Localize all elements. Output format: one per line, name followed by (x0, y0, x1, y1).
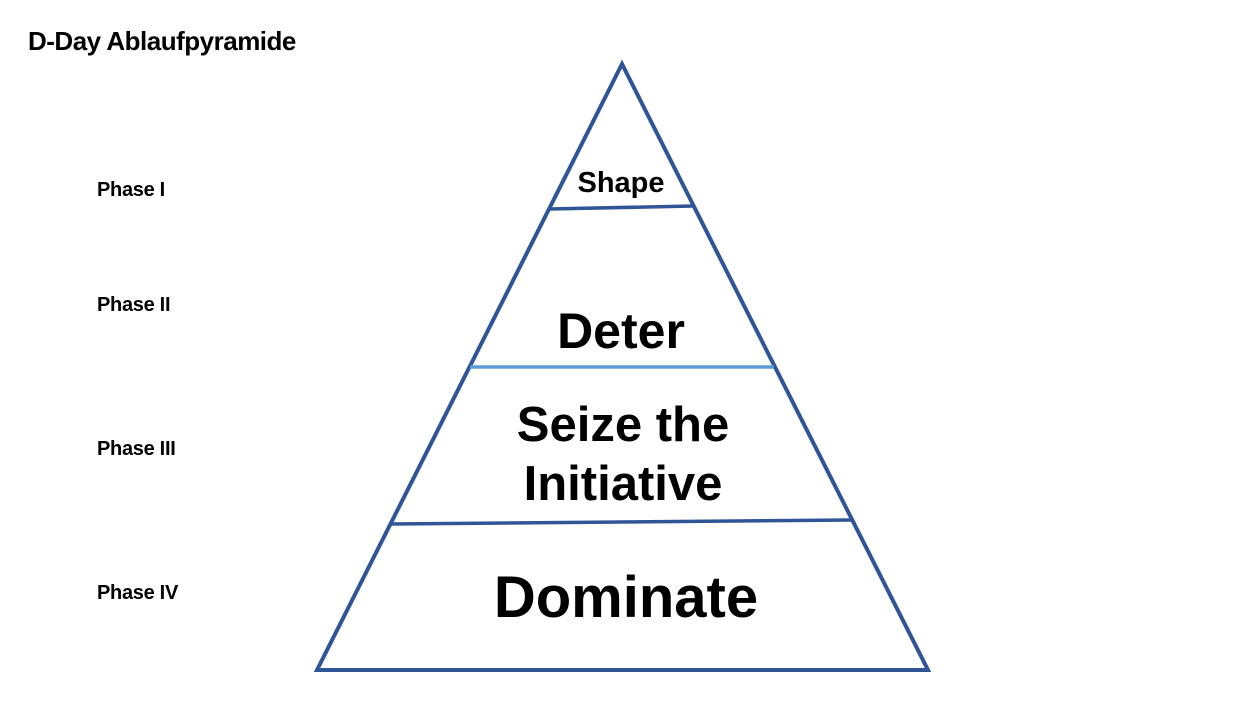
tier-seize-line-1: Seize the (517, 398, 729, 452)
phase-label-1: Phase I (97, 179, 165, 201)
page-title: D-Day Ablaufpyramide (28, 26, 296, 56)
phase-label-4: Phase IV (97, 582, 178, 604)
tier-seize-line-2: Initiative (524, 457, 723, 511)
pyramid-outline (313, 59, 932, 672)
tier-shape: Shape (577, 167, 664, 199)
divider-3 (389, 518, 853, 526)
phase-label-3: Phase III (97, 438, 176, 460)
phase-label-2: Phase II (97, 294, 171, 316)
tier-dominate: Dominate (494, 565, 758, 630)
tier-deter: Deter (557, 303, 685, 359)
divider-1 (548, 204, 694, 211)
